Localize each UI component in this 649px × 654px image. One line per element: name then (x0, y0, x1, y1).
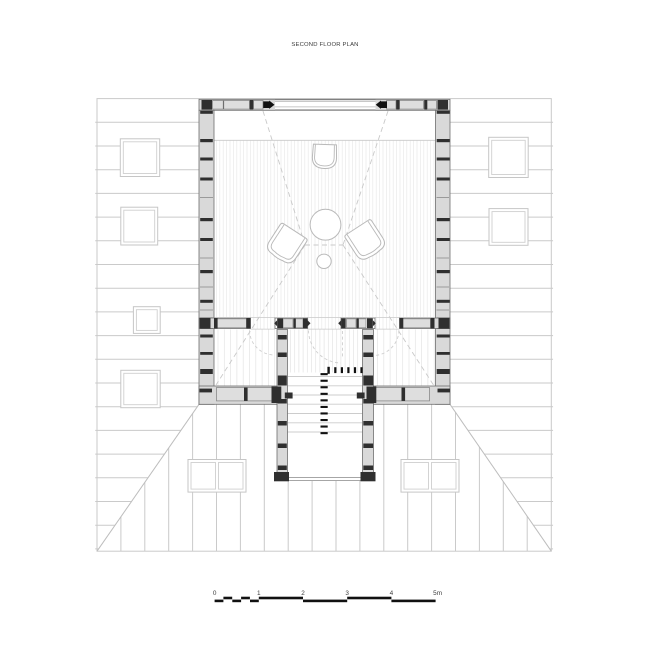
svg-text:0: 0 (213, 590, 217, 597)
svg-text:SECOND FLOOR PLAN: SECOND FLOOR PLAN (291, 42, 358, 48)
svg-text:3: 3 (345, 590, 349, 597)
svg-text:2: 2 (301, 590, 305, 597)
svg-text:4: 4 (390, 590, 394, 597)
svg-text:1: 1 (257, 590, 261, 597)
svg-text:5m: 5m (433, 590, 442, 597)
